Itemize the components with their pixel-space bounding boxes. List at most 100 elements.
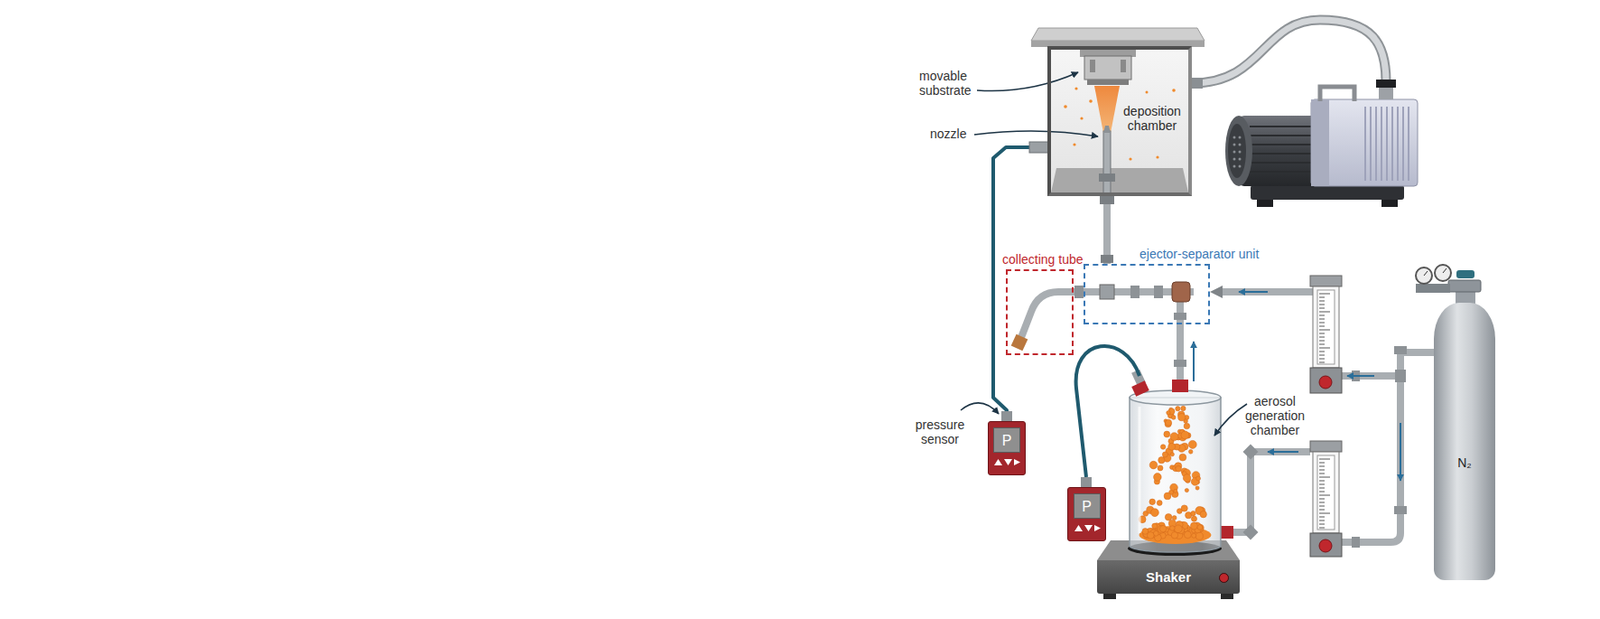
flow-arrow <box>1193 291 1401 481</box>
vacuum-pump <box>1233 150 1237 154</box>
flow-meter-scale <box>1319 502 1325 503</box>
vacuum-pump <box>1225 115 1253 187</box>
glass-lid <box>1138 406 1142 533</box>
gas-pipe <box>1103 195 1111 264</box>
aerosol-particles <box>1171 415 1176 420</box>
flow-meter-scale <box>1319 520 1325 521</box>
flow-meter-scale <box>1319 325 1325 327</box>
flow-meter-scale <box>1319 523 1325 525</box>
flow-arrow <box>1399 422 1402 481</box>
group-heading: collecting tube <box>1002 251 1084 267</box>
nozzle <box>1103 125 1111 133</box>
vacuum-pump <box>1320 86 1355 102</box>
flow-meter-scale <box>1319 318 1325 320</box>
flow-meter-scale <box>1319 462 1325 464</box>
aerosol-particles <box>1190 515 1197 521</box>
vacuum-pump <box>1233 165 1237 168</box>
aerosol-particles <box>1179 453 1187 461</box>
vacuum-hose <box>1191 19 1387 84</box>
flow-meter-scale <box>1319 322 1325 324</box>
vacuum-pump <box>1256 199 1274 207</box>
flow-meter <box>1310 440 1342 452</box>
flow-meter <box>1310 275 1342 393</box>
aerosol-particles <box>1162 451 1168 457</box>
sensor-display: P <box>1073 493 1101 519</box>
aerosol-spray <box>1072 142 1076 146</box>
aerosol-particles <box>1153 473 1163 482</box>
flow-meter-scale <box>1319 498 1325 500</box>
gas-regulator <box>1456 269 1475 279</box>
vacuum-hose <box>1191 19 1387 84</box>
vacuum-pump <box>1238 136 1242 140</box>
aerosol-particles <box>1156 500 1163 506</box>
aerosol-particles <box>1182 474 1191 482</box>
flow-meter-scale <box>1319 480 1325 482</box>
vacuum-pump <box>1378 86 1394 100</box>
aerosol-particles <box>1191 532 1197 538</box>
flow-meter-scale <box>1319 483 1325 485</box>
aerosol-particles <box>1158 456 1165 464</box>
flow-meter-scale <box>1319 354 1325 356</box>
aerosol-particles <box>1181 430 1190 439</box>
pipework <box>1220 525 1234 539</box>
flow-meter-scale <box>1319 304 1325 306</box>
vacuum-pump <box>1249 143 1312 146</box>
aerosol-particles <box>1171 531 1178 539</box>
power-knob <box>1218 572 1229 583</box>
vacuum-pump <box>1225 79 1418 207</box>
chamber-interior <box>1089 59 1096 73</box>
pipework <box>1243 444 1259 460</box>
vacuum-pump <box>1238 158 1242 161</box>
aerosol-particles <box>1142 528 1149 535</box>
pipework <box>1173 312 1187 320</box>
flow-meter-scale <box>1319 516 1325 518</box>
pipework <box>1099 195 1115 205</box>
chamber-interior <box>1191 77 1203 89</box>
aerosol-particles <box>1165 418 1173 426</box>
aerosol-particles <box>1170 452 1174 456</box>
flow-meter-scale <box>1319 293 1331 295</box>
gas-regulator <box>1423 270 1428 276</box>
chamber-interior <box>1029 27 1205 196</box>
leader-line <box>976 72 1079 92</box>
nozzle <box>1098 173 1116 182</box>
vacuum-pump <box>1233 143 1237 147</box>
aerosol-particles <box>1164 512 1173 521</box>
gas-regulator <box>1448 279 1481 292</box>
aerosol-spray <box>1155 155 1159 159</box>
flow-meter-scale <box>1319 307 1325 309</box>
aerosol-spray <box>1145 91 1149 94</box>
chamber-interior <box>1051 167 1189 193</box>
pipework <box>1172 281 1191 302</box>
flow-meter <box>1317 289 1335 364</box>
aerosol-particles <box>1150 508 1159 517</box>
flow-meter-scale <box>1319 293 1331 528</box>
aerosol-particles <box>1190 521 1198 530</box>
leader-line <box>960 402 999 414</box>
glass-vessel <box>1129 397 1221 552</box>
aerosol-particles <box>1174 524 1183 533</box>
flow-meter-scale <box>1319 476 1331 478</box>
aerosol-spray <box>1172 88 1176 93</box>
aerosol-particles <box>1183 530 1191 539</box>
shaker-top <box>1103 593 1117 599</box>
nozzle <box>1098 125 1116 195</box>
flow-meter-scale <box>1319 465 1325 467</box>
vacuum-pump <box>1238 165 1242 168</box>
aerosol-particles <box>1159 525 1166 532</box>
leader-line <box>1214 403 1247 436</box>
vacuum-pump <box>1249 134 1312 137</box>
button-icons <box>1072 523 1102 532</box>
pipework <box>1153 285 1163 298</box>
aerosol-particles <box>1166 410 1171 415</box>
pipework <box>1100 254 1114 263</box>
callout-label: nozzle <box>930 126 974 141</box>
flow-meter-scale <box>1319 512 1331 514</box>
aerosol-particles <box>1183 422 1191 429</box>
chamber-interior <box>1031 27 1205 41</box>
gas-regulator <box>1415 267 1433 284</box>
pipework <box>1395 369 1406 382</box>
vacuum-pump <box>1227 123 1247 178</box>
